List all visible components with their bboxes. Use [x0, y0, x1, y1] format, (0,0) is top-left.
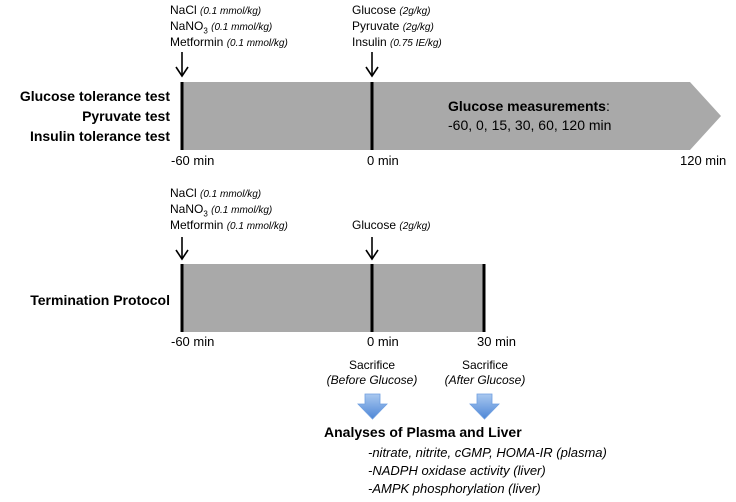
- bottom-doses-left: NaCl (0.1 mmol/kg) NaNO3 (0.1 mmol/kg) M…: [170, 186, 288, 234]
- label-insulin-tolerance-test: Insulin tolerance test: [29, 128, 170, 144]
- dose-nacl: NaCl (0.1 mmol/kg): [170, 186, 262, 200]
- sacrifice-arrow-2: [469, 393, 500, 420]
- glucose-measurements: Glucose measurements: -60, 0, 15, 30, 60…: [448, 98, 612, 133]
- analyses-title: Analyses of Plasma and Liver: [324, 424, 522, 440]
- sacrifice-before-glucose: Sacrifice (Before Glucose): [326, 358, 418, 387]
- label-glucose-tolerance-test: Glucose tolerance test: [19, 88, 170, 104]
- bottom-dose-arrow-left: [175, 237, 189, 261]
- dose-glucose: Glucose (2g/kg): [352, 3, 431, 17]
- top-timeline-bar: [181, 82, 721, 150]
- analyses-list: -nitrate, nitrite, cGMP, HOMA-IR (plasma…: [368, 444, 607, 498]
- bottom-doses-mid: Glucose (2g/kg): [352, 218, 431, 234]
- sacrifice-arrow-1: [357, 393, 388, 420]
- top-tick-minus60: -60 min: [171, 153, 215, 168]
- top-doses-left: NaCl (0.1 mmol/kg) NaNO3 (0.1 mmol/kg) M…: [170, 3, 288, 51]
- dose-pyruvate: Pyruvate (2g/kg): [352, 19, 434, 33]
- measurements-title: Glucose measurements: [448, 98, 606, 114]
- bottom-timeline-bar: [181, 264, 485, 332]
- sacrifice-after-glucose: Sacrifice (After Glucose): [444, 358, 526, 387]
- analysis-item: -AMPK phosphorylation (liver): [368, 481, 541, 496]
- label-pyruvate-test: Pyruvate test: [82, 108, 170, 124]
- dose-insulin: Insulin (0.75 IE/kg): [352, 35, 442, 49]
- bottom-dose-arrow-mid: [365, 237, 379, 261]
- bottom-tick-30: 30 min: [477, 334, 517, 349]
- dose-glucose: Glucose (2g/kg): [352, 218, 431, 232]
- top-doses-mid: Glucose (2g/kg) Pyruvate (2g/kg) Insulin…: [352, 3, 442, 51]
- measurements-times: -60, 0, 15, 30, 60, 120 min: [448, 117, 612, 133]
- top-dose-arrow-left: [175, 52, 189, 78]
- top-row-labels: Glucose tolerance test Pyruvate test Ins…: [20, 86, 170, 146]
- dose-nano3: NaNO3 (0.1 mmol/kg): [170, 19, 273, 36]
- dose-metformin: Metformin (0.1 mmol/kg): [170, 35, 288, 49]
- top-tick-120: 120 min: [680, 153, 727, 168]
- bottom-tick-0: 0 min: [367, 334, 399, 349]
- bottom-tick-minus60: -60 min: [171, 334, 215, 349]
- dose-nano3: NaNO3 (0.1 mmol/kg): [170, 202, 273, 219]
- analysis-item: -nitrate, nitrite, cGMP, HOMA-IR (plasma…: [368, 445, 607, 460]
- label-termination-protocol: Termination Protocol: [30, 292, 170, 308]
- dose-nacl: NaCl (0.1 mmol/kg): [170, 3, 262, 17]
- dose-metformin: Metformin (0.1 mmol/kg): [170, 218, 288, 232]
- top-tick-0: 0 min: [367, 153, 399, 168]
- top-dose-arrow-mid: [365, 52, 379, 78]
- analysis-item: -NADPH oxidase activity (liver): [368, 463, 546, 478]
